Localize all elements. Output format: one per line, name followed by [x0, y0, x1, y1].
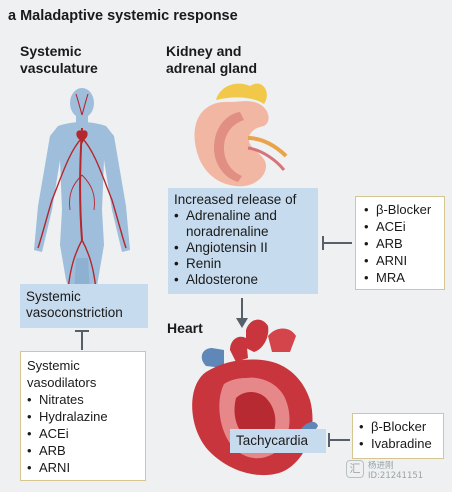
connectors [75, 236, 352, 447]
human-body-figure [34, 88, 130, 292]
release-item: • Renin [174, 256, 318, 272]
heading-line: Systemic [20, 43, 82, 59]
release-item-text: Adrenaline and [186, 208, 277, 223]
drug-item-text: Nitrates [39, 392, 84, 407]
bullet-icon: • [359, 419, 364, 434]
bullet-icon: • [174, 256, 179, 271]
drug-item-text: Ivabradine [371, 436, 432, 451]
drug-item: • Nitrates [27, 391, 145, 408]
drug-item-text: β-Blocker [371, 419, 427, 434]
tachycardia-box: Tachycardia [230, 429, 326, 453]
panel-letter: a [8, 8, 17, 24]
bullet-icon: • [364, 219, 369, 234]
release-item: • Adrenaline and [174, 208, 318, 224]
watermark-name: 杨进刚 [368, 461, 394, 471]
drug-item: • β-Blocker [364, 201, 444, 218]
watermark-id: ID:21241151 [368, 471, 424, 481]
heading-systemic-vasculature: Systemic vasculature [20, 43, 98, 77]
drug-item-text: Hydralazine [39, 409, 108, 424]
bullet-icon: • [364, 253, 369, 268]
drug-item-text: ARNI [376, 253, 408, 268]
drug-item: • ARNI [27, 459, 145, 476]
heading-kidney-adrenal: Kidney and adrenal gland [166, 43, 257, 77]
panel-title-text: Maladaptive systemic response [20, 8, 238, 24]
bullet-icon: • [27, 426, 32, 441]
bullet-icon: • [364, 270, 369, 285]
vasoconstriction-box: Systemic vasoconstriction [20, 284, 148, 328]
drug-item: • MRA [364, 269, 444, 286]
watermark: 杨进刚 ID:21241151 [368, 461, 423, 481]
kidney-illustration [194, 83, 288, 187]
drug-item-text: β-Blocker [376, 202, 432, 217]
drug-item: • ACEi [364, 218, 444, 235]
heading-line: Kidney and [166, 43, 242, 59]
vasodilators-title: Systemic [27, 358, 80, 373]
heading-line: vasculature [20, 60, 98, 76]
bullet-icon: • [27, 409, 32, 424]
heart-rate-drugs-box: • β-Blocker • Ivabradine [352, 413, 444, 459]
release-item: • Aldosterone [174, 272, 318, 288]
release-item-text: Angiotensin II [186, 240, 268, 255]
bullet-icon: • [174, 272, 179, 287]
neurohormonal-drugs-box: • β-Blocker • ACEi • ARB • ARNI • MRA [355, 196, 445, 290]
drug-item-text: ACEi [376, 219, 406, 234]
drug-item: • β-Blocker [359, 418, 443, 435]
bullet-icon: • [364, 236, 369, 251]
bullet-icon: • [364, 202, 369, 217]
release-item-continuation: noradrenaline [186, 224, 269, 239]
bullet-icon: • [27, 392, 32, 407]
drug-item: • Hydralazine [27, 408, 145, 425]
vasodilators-box: Systemic vasodilators • Nitrates • Hydrala… [20, 351, 146, 481]
vasoconstriction-line: Systemic [26, 289, 81, 304]
drug-item: • ARB [364, 235, 444, 252]
vasodilators-title: vasodilators [27, 375, 97, 390]
drug-item-text: ACEi [39, 426, 69, 441]
heading-line: adrenal gland [166, 60, 258, 76]
drug-item: • ARB [27, 442, 145, 459]
bullet-icon: • [359, 436, 364, 451]
release-item: • Angiotensin II [174, 240, 318, 256]
release-item-text: Aldosterone [186, 272, 259, 287]
drug-item: • ARNI [364, 252, 444, 269]
release-title: Increased release of [174, 192, 297, 207]
drug-item-text: ARB [39, 443, 66, 458]
watermark-logo-icon: 汇 [346, 460, 364, 478]
drug-item: • Ivabradine [359, 435, 443, 452]
bullet-icon: • [174, 240, 179, 255]
bullet-icon: • [27, 443, 32, 458]
bullet-icon: • [174, 208, 179, 223]
increased-release-box: Increased release of • Adrenaline and nor… [168, 188, 318, 294]
drug-item-text: MRA [376, 270, 405, 285]
bullet-icon: • [27, 460, 32, 475]
heading-heart: Heart [167, 320, 203, 336]
drug-item-text: ARB [376, 236, 403, 251]
drug-item: • ACEi [27, 425, 145, 442]
vasoconstriction-line: vasoconstriction [26, 305, 123, 320]
release-item-text: Renin [186, 256, 222, 271]
drug-item-text: ARNI [39, 460, 71, 475]
